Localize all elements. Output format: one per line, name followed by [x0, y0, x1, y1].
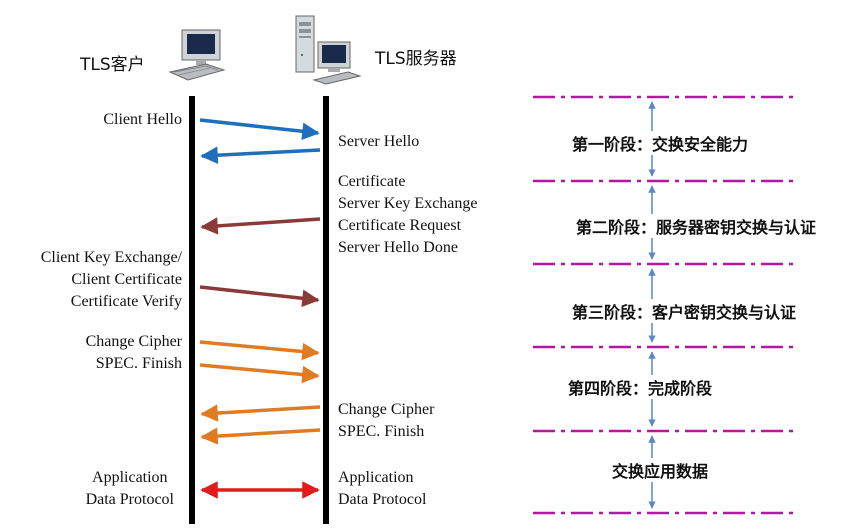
phase-label-4: 第四阶段：完成阶段	[565, 375, 715, 399]
phase-label-5: 交换应用数据	[609, 458, 711, 482]
label-client-key-exchange: Client Key Exchange/ Client Certificate …	[40, 249, 182, 310]
phase-label-3: 第三阶段：客户密钥交换与认证	[569, 299, 799, 323]
label-server-certificates: Certificate Server Key Exchange Certific…	[338, 173, 478, 256]
phase-label-1: 第一阶段：交换安全能力	[569, 131, 751, 155]
arrow-server-hello	[200, 146, 321, 164]
server-tower-icon	[295, 15, 362, 85]
phase-label-2: 第二阶段：服务器密钥交换与认证	[573, 214, 819, 238]
label-server-hello: Server Hello	[338, 133, 420, 150]
label-client-change-cipher: Change Cipher SPEC. Finish	[85, 333, 182, 372]
arrow-server-change-cipher	[200, 404, 321, 422]
arrow-client-change-cipher	[199, 340, 320, 361]
client-title: TLS客户	[80, 55, 145, 75]
desktop-computer-icon	[168, 29, 226, 81]
arrow-client-finish	[199, 363, 320, 384]
arrow-client-hello	[199, 118, 320, 140]
label-client-hello: Client Hello	[103, 111, 182, 128]
server-title: TLS服务器	[375, 49, 457, 69]
arrow-server-key-exchange	[200, 217, 321, 235]
arrow-server-finish	[200, 427, 321, 445]
arrow-client-key-exchange	[199, 285, 320, 307]
phase-dividers	[533, 95, 798, 515]
label-client-application-data: Application Data Protocol	[85, 469, 174, 508]
label-server-application-data: Application Data Protocol	[338, 469, 427, 508]
label-server-change-cipher: Change Cipher SPEC. Finish	[338, 401, 435, 440]
